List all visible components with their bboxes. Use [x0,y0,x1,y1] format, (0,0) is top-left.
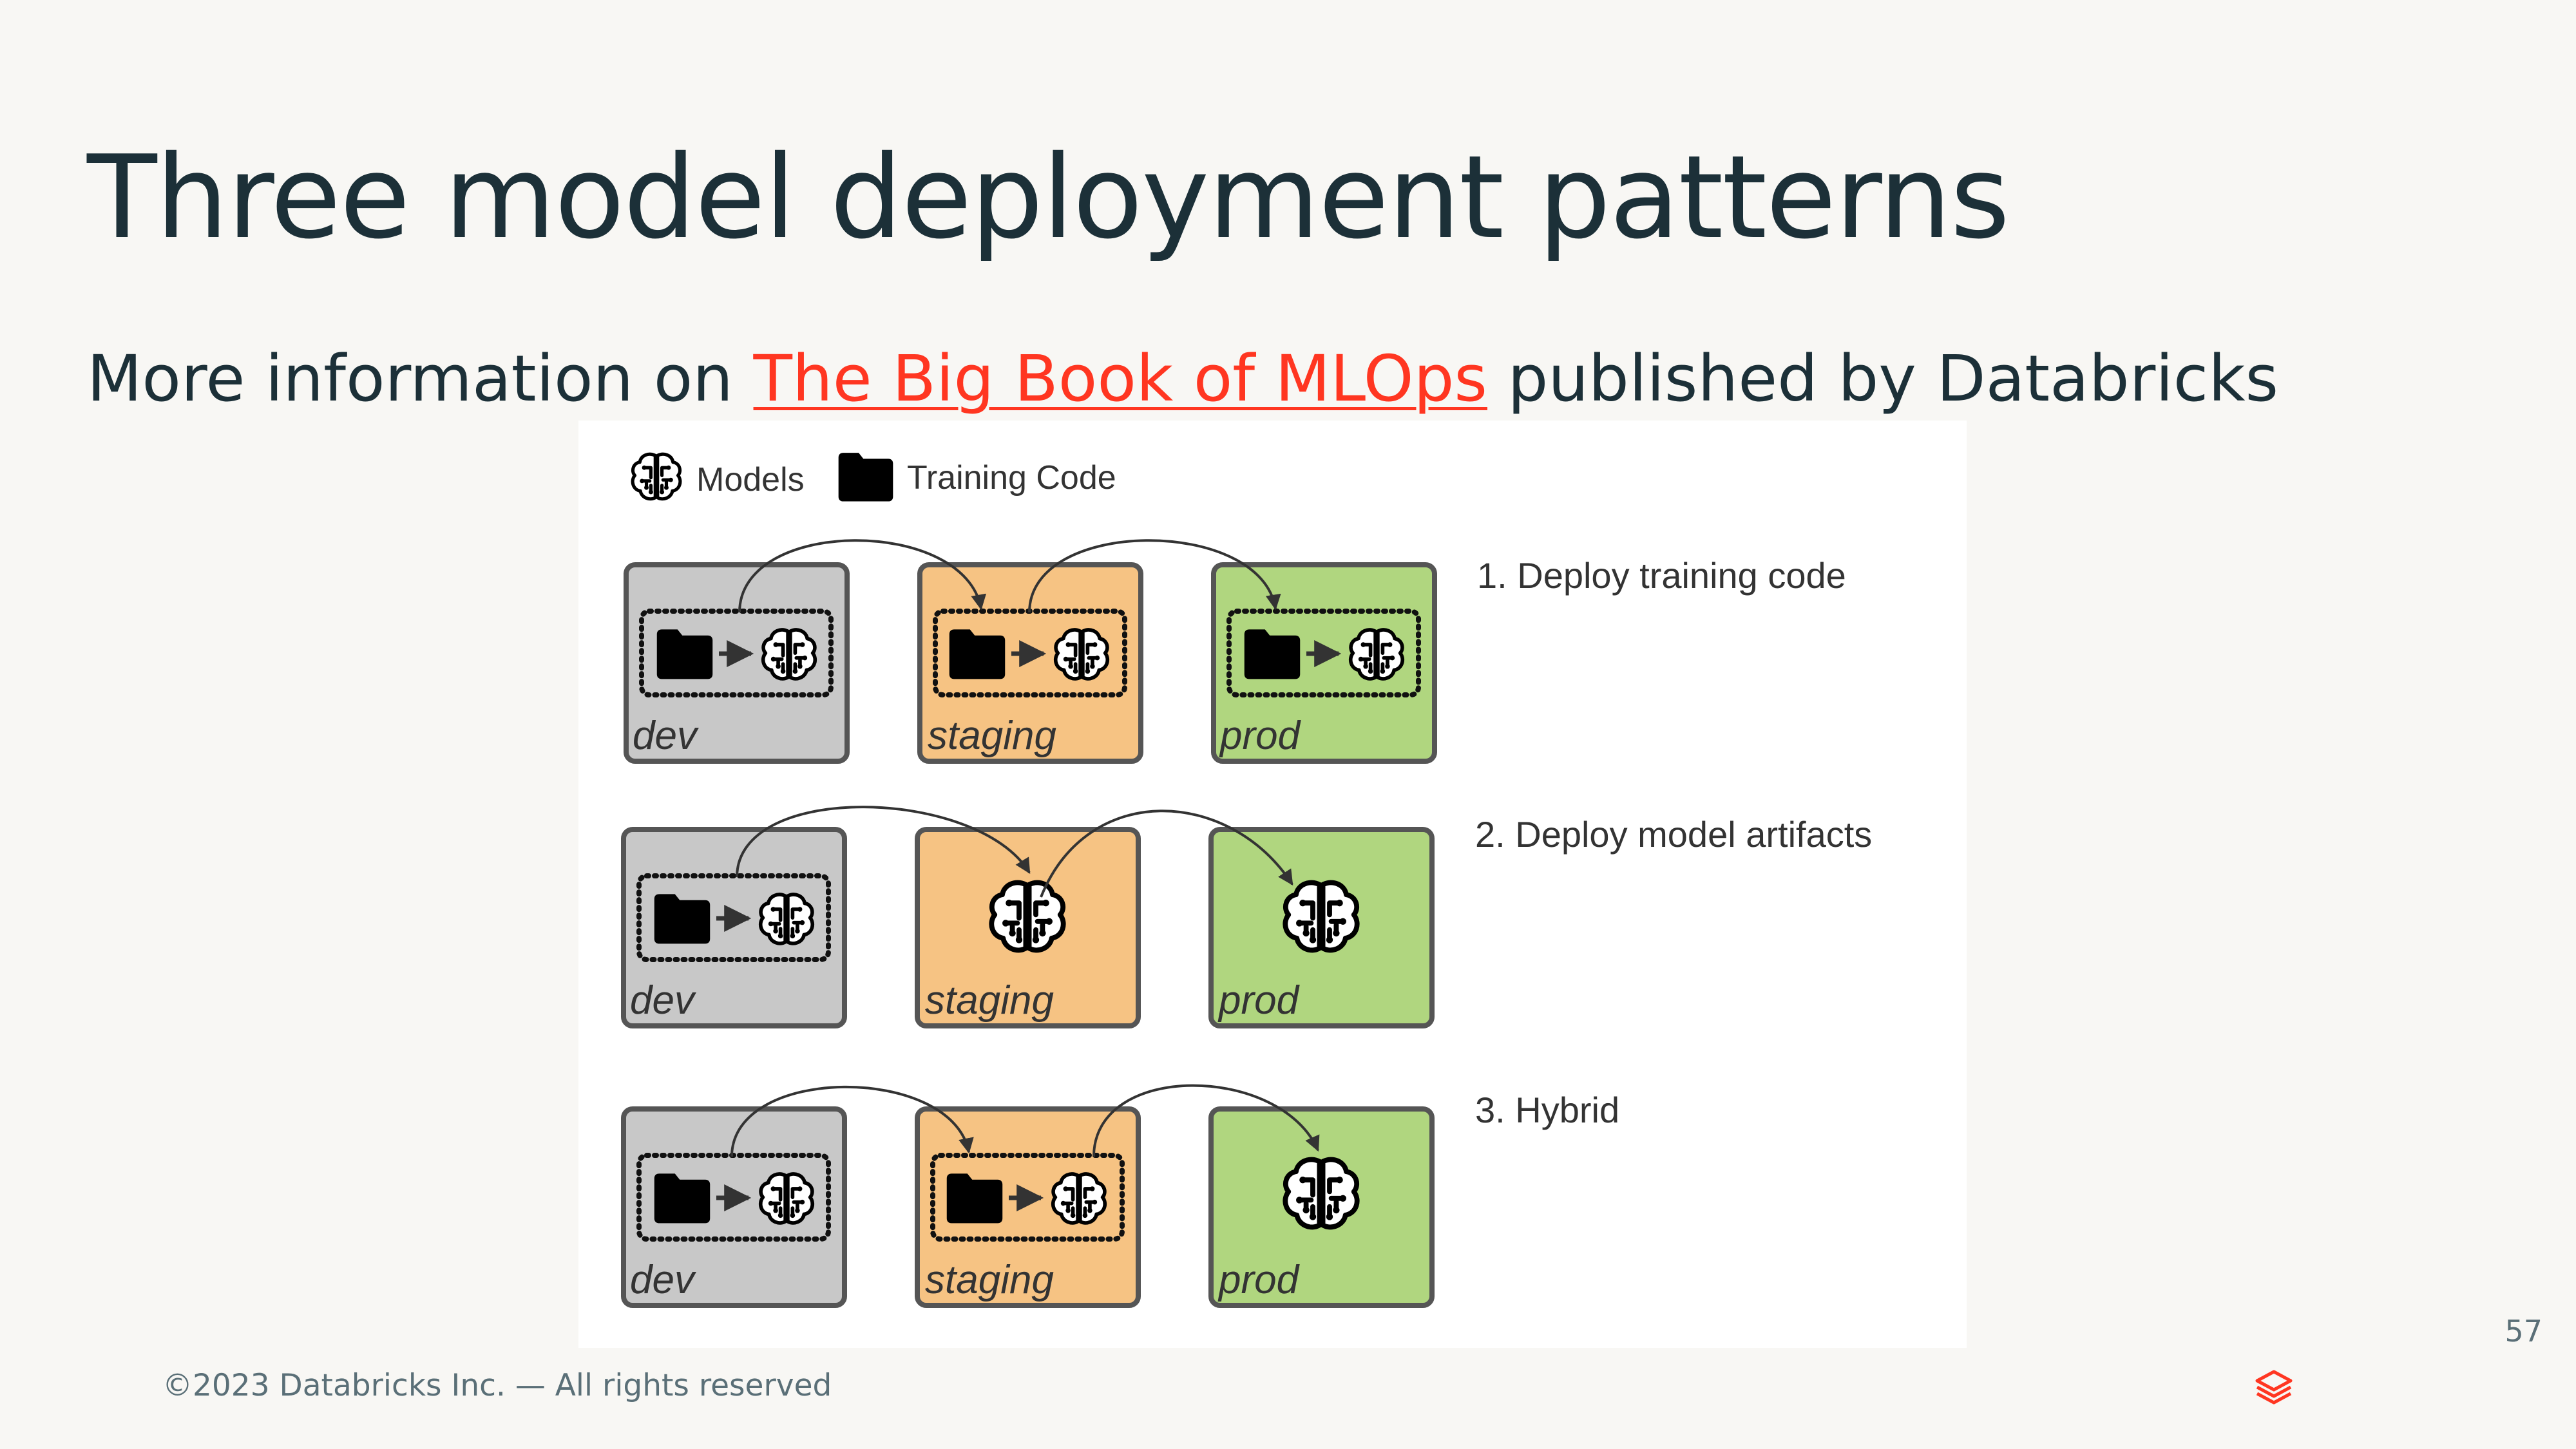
deploy-arrow [1092,1084,1320,1157]
brain-icon [761,895,813,943]
legend-models-label: Models [696,461,805,498]
deploy-arrow [1028,539,1281,613]
legend-folder-icon [838,453,893,502]
pattern-3-label: 3. Hybrid [1475,1090,1619,1130]
brain-icon [1056,630,1108,679]
folder-icon [654,894,711,944]
deploy-arrow [736,806,1031,878]
brain-icon [763,630,816,679]
pattern-2-dev-box: dev [621,827,847,1028]
deployment-patterns-diagram: Models Training Code dev stagi [578,421,1967,1348]
env-label-dev: dev [630,1258,696,1302]
env-label-prod: prod [1217,978,1301,1023]
brain-icon [1351,630,1403,679]
pattern-2-row: dev staging prod 2. Deploy model artifac… [621,806,1872,1028]
env-label-staging: staging [925,1258,1054,1302]
slide-title: Three model deployment patterns [87,131,2010,264]
legend-brain-icon [633,454,680,498]
env-label-prod: prod [1217,1258,1301,1302]
big-book-mlops-link[interactable]: The Big Book of MLOps [753,342,1487,416]
pattern-1-staging-box: staging [917,562,1143,764]
folder-icon [1244,629,1301,679]
pattern-3-staging-box: staging [915,1106,1141,1308]
legend-training-code-label: Training Code [907,459,1116,497]
folder-icon [654,1173,711,1224]
pattern-2-staging-box: staging [915,827,1141,1028]
databricks-logo-icon [2254,1368,2294,1408]
page-number: 57 [2504,1314,2543,1349]
env-label-prod: prod [1219,714,1302,758]
brain-icon [1285,1160,1357,1227]
pattern-2-prod-box: prod [1208,827,1435,1028]
deploy-arrow [730,1085,974,1157]
pattern-3-prod-box: prod [1208,1106,1435,1308]
folder-icon [946,1173,1003,1224]
legend: Models Training Code [633,453,1116,502]
deploy-arrow [738,539,987,613]
folder-icon [656,629,713,679]
brain-icon [991,883,1063,951]
pattern-1-prod-box: prod [1211,562,1437,764]
pattern-1-dev-box: dev [624,562,850,764]
pattern-3-dev-box: dev [621,1106,847,1308]
pattern-3-row: dev staging prod 3. Hybrid [621,1084,1619,1308]
subtitle-suffix: published by Databricks [1487,342,2279,416]
env-label-staging: staging [928,714,1056,758]
deploy-arrow [1040,810,1293,898]
slide-subtitle: More information on The Big Book of MLOp… [87,341,2278,418]
pattern-1-row: dev staging prod 1 [624,539,1846,764]
env-label-dev: dev [633,714,699,758]
pattern-2-label: 2. Deploy model artifacts [1475,814,1872,855]
env-label-dev: dev [630,978,696,1023]
pattern-1-label: 1. Deploy training code [1477,555,1846,596]
brain-icon [761,1174,813,1223]
subtitle-prefix: More information on [87,342,754,416]
folder-icon [949,629,1006,679]
brain-icon [1285,883,1357,951]
brain-icon [1053,1174,1105,1223]
footer-copyright: ©2023 Databricks Inc. — All rights reser… [162,1368,832,1403]
env-label-staging: staging [925,978,1054,1023]
